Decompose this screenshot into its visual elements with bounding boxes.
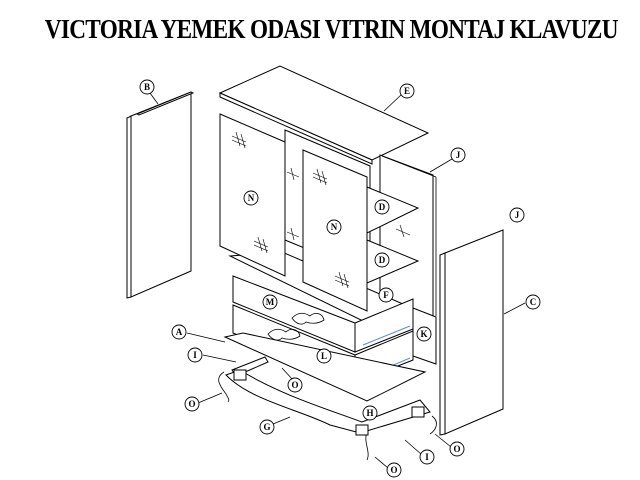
- svg-text:C: C: [530, 297, 537, 307]
- part-label-o: O: [287, 377, 303, 393]
- part-label-h: H: [362, 405, 378, 421]
- part-label-j: J: [509, 207, 525, 223]
- base-panel-a: [223, 332, 427, 402]
- part-label-l: L: [316, 348, 332, 364]
- part-label-i: I: [419, 449, 435, 465]
- svg-text:O: O: [291, 380, 298, 390]
- svg-text:O: O: [453, 444, 460, 454]
- svg-text:N: N: [331, 222, 338, 232]
- drawer-handle-icon: [267, 328, 301, 341]
- leader-lines: [149, 92, 526, 469]
- svg-text:A: A: [176, 327, 183, 337]
- svg-text:O: O: [390, 465, 397, 475]
- leg-o: [218, 369, 437, 461]
- part-label-o: O: [449, 441, 465, 457]
- drawer-handle-icon: [291, 312, 325, 325]
- part-label-m: M: [262, 294, 278, 310]
- part-label-b: B: [139, 79, 155, 95]
- svg-text:M: M: [266, 297, 275, 307]
- side-panel-c: [444, 229, 504, 435]
- svg-text:I: I: [193, 350, 197, 360]
- page-title: VICTORIA YEMEK ODASI VITRIN MONTAJ KLAVU…: [44, 14, 619, 44]
- svg-text:J: J: [515, 210, 520, 220]
- svg-text:H: H: [366, 408, 373, 418]
- part-label-k: K: [416, 326, 432, 342]
- part-label-n: N: [326, 219, 342, 235]
- svg-text:O: O: [188, 399, 195, 409]
- svg-text:L: L: [321, 351, 327, 361]
- svg-text:E: E: [404, 86, 410, 96]
- part-label-g: G: [259, 419, 275, 435]
- svg-text:K: K: [420, 329, 427, 339]
- part-label-i: I: [187, 347, 203, 363]
- part-label-a: A: [171, 324, 187, 340]
- svg-text:B: B: [144, 82, 150, 92]
- svg-text:J: J: [456, 150, 461, 160]
- svg-text:D: D: [379, 202, 386, 212]
- svg-text:D: D: [379, 255, 386, 265]
- svg-text:G: G: [263, 422, 270, 432]
- glass-decor: [231, 131, 411, 289]
- part-label-d: D: [374, 199, 390, 215]
- part-label-e: E: [399, 83, 415, 99]
- svg-text:N: N: [248, 193, 255, 203]
- svg-text:F: F: [383, 290, 389, 300]
- plinth-g: [225, 369, 431, 434]
- svg-text:I: I: [425, 452, 429, 462]
- part-label-o: O: [184, 396, 200, 412]
- part-label-j: J: [450, 147, 466, 163]
- part-label-o: O: [386, 462, 402, 478]
- side-panel-b: [126, 91, 195, 299]
- part-label-c: C: [525, 294, 541, 310]
- part-label-d: D: [374, 252, 390, 268]
- part-label-n: N: [243, 190, 259, 206]
- part-label-f: F: [378, 287, 394, 303]
